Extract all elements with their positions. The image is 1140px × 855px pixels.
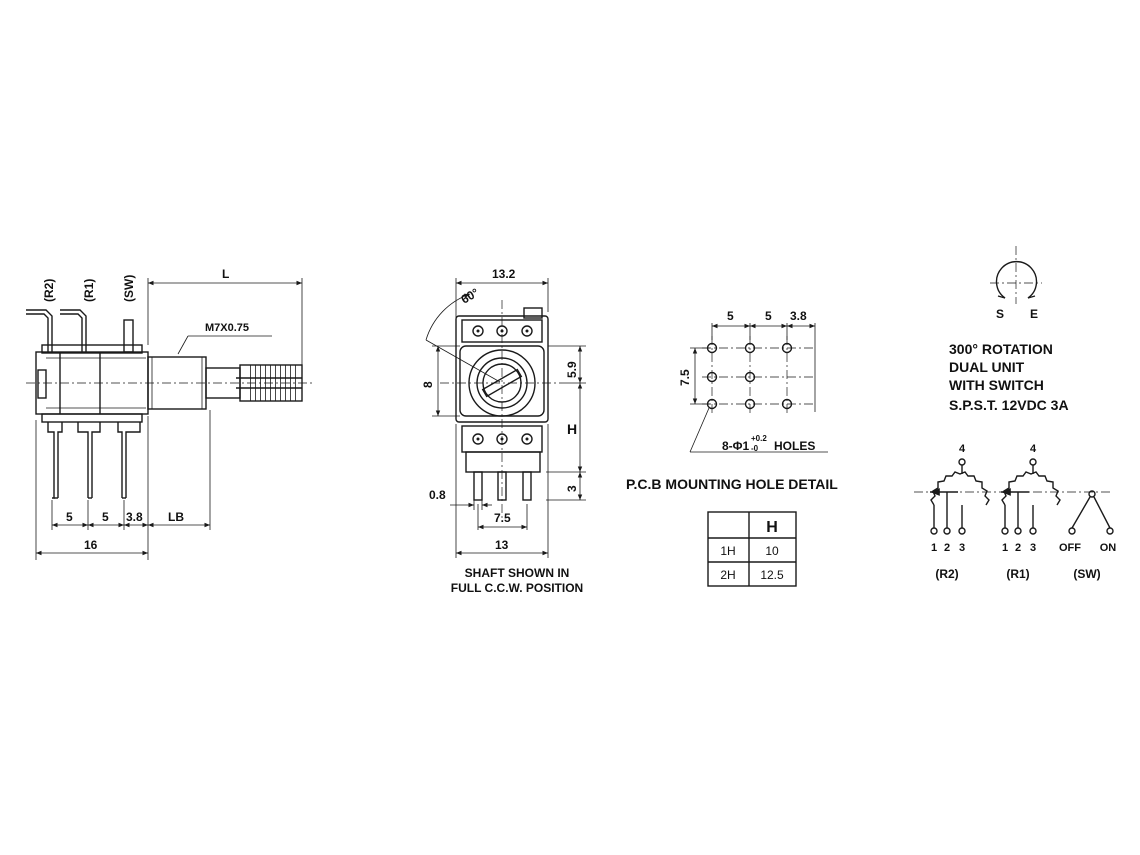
rotation-end: E xyxy=(1030,307,1038,321)
holes-tol-plus: +0.2 xyxy=(751,434,767,443)
r2-label: (R2) xyxy=(935,567,958,581)
h-table: H 1H 10 2H 12.5 xyxy=(707,511,797,587)
dim-3-8: 3.8 xyxy=(126,510,143,524)
pcb-dim-5a: 5 xyxy=(727,309,734,323)
thread-label: M7X0.75 xyxy=(205,322,249,334)
table-cell-2h: 2H xyxy=(720,568,735,582)
pcb-dim-3-8: 3.8 xyxy=(790,309,807,323)
dim-8: 8 xyxy=(421,381,435,388)
dim-h: H xyxy=(567,421,577,437)
r2-pin-4: 4 xyxy=(959,443,966,455)
schematic-sw: OFF ON (SW) xyxy=(1059,490,1117,581)
r1-pin-2: 2 xyxy=(1015,542,1021,554)
pcb-title: P.C.B MOUNTING HOLE DETAIL xyxy=(626,476,838,492)
schematic-r2: 4 1 2 3 (R2) xyxy=(930,443,990,581)
rotation-start: S xyxy=(996,307,1004,321)
dim-5a: 5 xyxy=(66,510,73,524)
dim-0-8: 0.8 xyxy=(429,488,446,502)
dim-5b: 5 xyxy=(102,510,109,524)
pcb-dim-7-5: 7.5 xyxy=(678,369,692,386)
table-header-h: H xyxy=(766,519,778,536)
pcb-dim-5b: 5 xyxy=(765,309,772,323)
label-r2: (R2) xyxy=(42,279,56,302)
spec-line-4: S.P.S.T. 12VDC 3A xyxy=(949,397,1069,413)
dim-3: 3 xyxy=(565,485,579,492)
r2-pin-2: 2 xyxy=(944,542,950,554)
r1-pin-1: 1 xyxy=(1002,542,1008,554)
bottom-terminal-holes xyxy=(472,433,533,445)
label-sw: (SW) xyxy=(122,275,136,302)
label-r1: (R1) xyxy=(82,279,96,302)
r2-pin-1: 1 xyxy=(931,542,937,554)
dim-7-5: 7.5 xyxy=(494,511,511,525)
pcb-hole-detail: 5 5 3.8 7.5 8-Φ1 +0.2 -0 HOLES P.C.B MOU… xyxy=(626,309,838,492)
dim-16: 16 xyxy=(84,538,98,552)
side-view: (R2) (R1) (SW) L M7X0.75 xyxy=(26,267,315,560)
angle-label: 60° xyxy=(459,285,482,306)
r1-label: (R1) xyxy=(1006,567,1029,581)
top-terminal-holes xyxy=(472,325,533,337)
sw-label: (SW) xyxy=(1073,567,1100,581)
caption-line-1: SHAFT SHOWN IN xyxy=(465,566,570,580)
r1-pin-3: 3 xyxy=(1030,542,1036,554)
dim-5-9: 5.9 xyxy=(565,361,579,378)
sw-on: ON xyxy=(1100,542,1117,554)
holes-tol-minus: -0 xyxy=(751,444,759,453)
front-view: 13.2 60° xyxy=(421,267,586,595)
spec-line-2: DUAL UNIT xyxy=(949,359,1025,375)
rotation-symbol: S E xyxy=(990,246,1042,321)
dim-l: L xyxy=(222,267,229,281)
spec-line-1: 300° ROTATION xyxy=(949,341,1053,357)
dim-lb: LB xyxy=(168,510,184,524)
caption-line-2: FULL C.C.W. POSITION xyxy=(451,581,583,595)
holes-suffix: HOLES xyxy=(774,439,815,453)
r1-pin-4: 4 xyxy=(1030,443,1037,455)
pcb-holes xyxy=(706,342,793,410)
table-cell-12-5: 12.5 xyxy=(760,568,784,582)
r2-pin-3: 3 xyxy=(959,542,965,554)
table-cell-1h: 1H xyxy=(720,544,735,558)
schematic: 4 1 2 3 (R2) 4 xyxy=(914,443,1116,581)
spec-line-3: WITH SWITCH xyxy=(949,377,1044,393)
schematic-r1: 4 1 2 3 (R1) xyxy=(1001,443,1061,581)
shaft-slot xyxy=(481,368,523,398)
dim-13: 13 xyxy=(495,538,509,552)
holes-note: 8-Φ1 xyxy=(722,439,750,453)
table-cell-10: 10 xyxy=(765,544,779,558)
sw-off: OFF xyxy=(1059,542,1081,554)
spec-text: 300° ROTATION DUAL UNIT WITH SWITCH S.P.… xyxy=(949,341,1069,413)
dim-13-2: 13.2 xyxy=(492,267,516,281)
